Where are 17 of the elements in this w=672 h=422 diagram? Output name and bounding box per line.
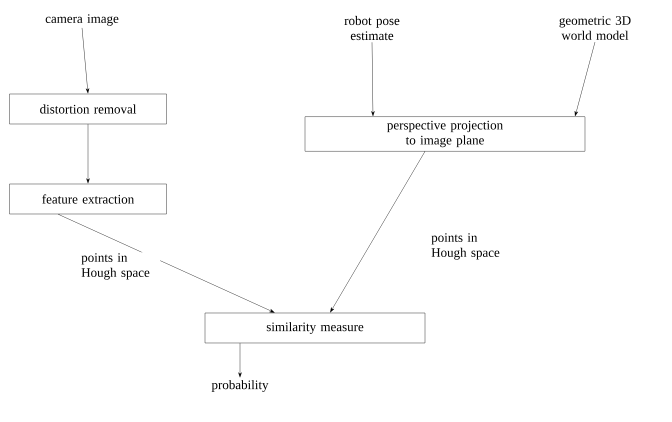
arrow [58, 214, 275, 313]
arrow [82, 28, 90, 94]
arrow [86, 124, 90, 184]
process-box: distortion removal [9, 94, 167, 124]
arrow [371, 42, 375, 116]
process-box: perspective projection to image plane [304, 116, 586, 152]
edge-label: points in Hough space [430, 232, 510, 261]
process-box: similarity measure [204, 312, 426, 344]
input-label: camera image [46, 14, 118, 26]
arrow [574, 42, 596, 116]
input-label: robot pose estimate [344, 16, 400, 40]
arrow [238, 343, 242, 378]
process-box: feature extraction [9, 184, 167, 214]
output-label: probability [212, 380, 268, 392]
input-label: geometric 3D world model [559, 16, 631, 40]
edge-label: points in Hough space [80, 252, 160, 281]
arrow [330, 151, 426, 312]
